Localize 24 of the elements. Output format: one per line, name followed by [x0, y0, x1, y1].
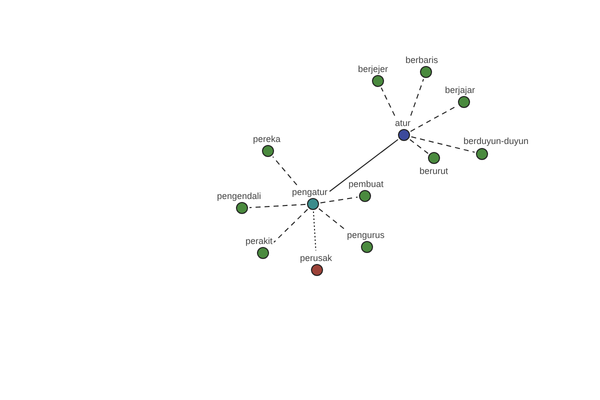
node-label: pengurus: [347, 230, 385, 240]
node-label: berurut: [420, 166, 448, 176]
node-label: berduyun-duyun: [464, 136, 529, 146]
node-label: perakit: [246, 236, 273, 246]
edge-line: [410, 78, 424, 116]
node-label: pengatur: [292, 186, 328, 198]
node-label: pengendali: [217, 190, 262, 202]
node-label: berjejer: [358, 64, 388, 74]
edge-line: [312, 210, 316, 251]
edge-line: [410, 136, 476, 153]
edge-line: [329, 139, 399, 192]
edge-line: [273, 208, 308, 243]
node-label: pembuat: [348, 178, 384, 190]
node-label: atur: [395, 118, 411, 128]
node-label: berbaris: [406, 54, 438, 66]
edge-line: [249, 204, 306, 208]
node-label: perusak: [300, 252, 332, 264]
node-label: berjajar: [445, 84, 476, 96]
edge-line: [318, 208, 346, 230]
edge-line: [380, 87, 396, 116]
node-label: pereka: [253, 134, 281, 144]
edge-line: [320, 196, 358, 204]
edge-line: [409, 139, 429, 154]
edge-line: [272, 156, 298, 186]
